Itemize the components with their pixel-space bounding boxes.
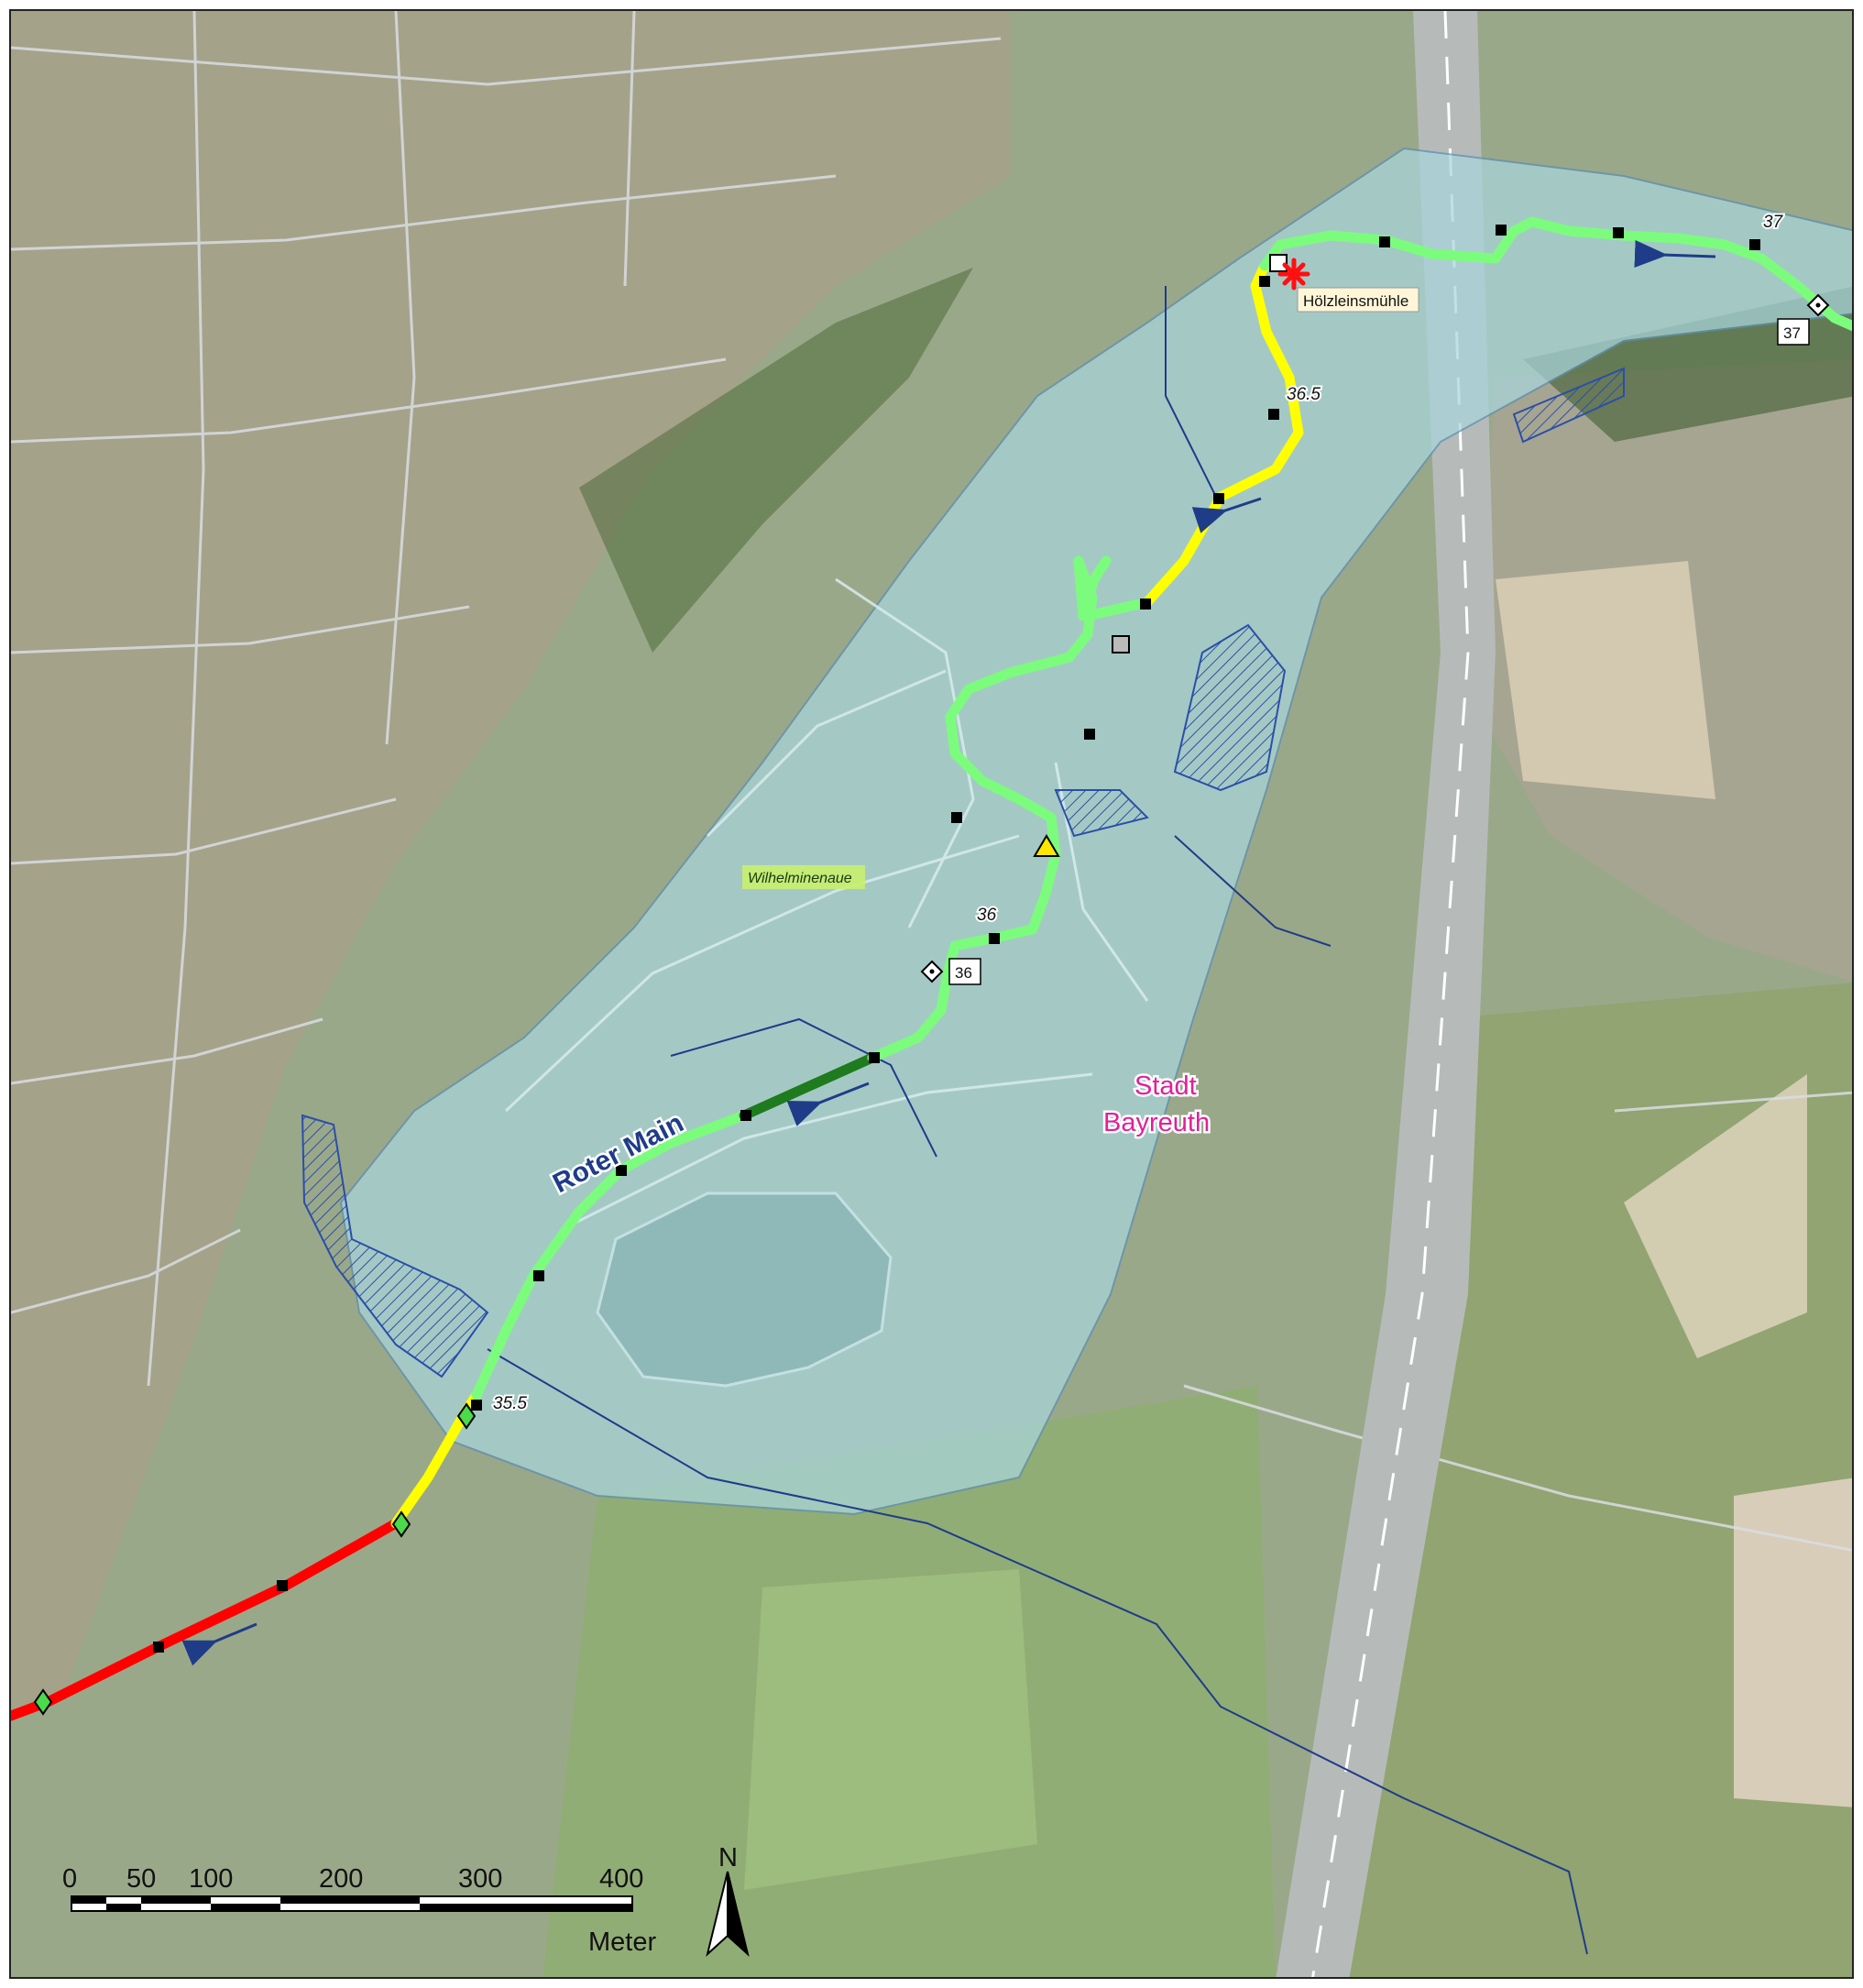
km-box-37: 37 [1777, 318, 1810, 346]
mill-label-text: Hölzleinsmühle [1303, 292, 1408, 310]
river-segment-green-3[interactable] [1082, 592, 1153, 621]
bare-field-3 [1734, 1477, 1852, 1807]
km-tick [740, 1110, 751, 1121]
lake [596, 1192, 893, 1388]
forest-edge [579, 268, 973, 653]
scale-tick-label: 0 [62, 1864, 77, 1894]
river-segment-dark-green[interactable] [739, 1052, 878, 1121]
km-box-36-text: 36 [955, 964, 972, 982]
streams [487, 286, 1588, 1955]
mill-label: Hölzleinsmühle [1297, 287, 1419, 313]
triangle-marker-icon[interactable] [1033, 834, 1060, 857]
meadow-label: Wilhelminenaue [742, 865, 865, 889]
park-paths [504, 577, 1149, 1232]
km-tick [277, 1580, 288, 1591]
scale-tick-label: 100 [189, 1864, 233, 1894]
flow-arrow-icon [786, 1082, 870, 1126]
hatched-zones [301, 367, 1625, 1378]
diamond-marker-dot [1815, 302, 1821, 308]
km-tick [1084, 729, 1095, 740]
km-label-36: 36 [977, 906, 997, 925]
city-label-line1: Stadt [1134, 1071, 1197, 1101]
km-tick [1140, 599, 1151, 610]
motorway [1276, 11, 1496, 1977]
km-tick [1496, 225, 1507, 236]
north-arrow-icon: N [706, 1843, 750, 1957]
km-tick [1613, 227, 1624, 238]
scale-tick-label: 50 [126, 1864, 156, 1894]
city-label-line2: Bayreuth [1103, 1108, 1210, 1137]
scale-bar: 0 50 100 200 300 400 Meter [62, 1864, 656, 1957]
map-frame: Hölzleinsmühle Wilhelminenaue Roter Main… [9, 9, 1854, 1979]
km-box-36: 36 [948, 958, 981, 985]
flow-arrows [181, 239, 1716, 1666]
floodplain-area [339, 147, 1852, 1516]
hatched-zone-center [1054, 789, 1149, 838]
km-tick [951, 812, 962, 823]
diamond-marker-icon[interactable] [33, 1688, 53, 1716]
km-tick [1749, 239, 1760, 250]
map-canvas[interactable]: Hölzleinsmühle Wilhelminenaue Roter Main… [11, 11, 1854, 1979]
diamond-marker-dot [929, 969, 935, 974]
scale-unit-label: Meter [588, 1928, 656, 1957]
km-tick [1213, 493, 1224, 504]
north-arrow-label: N [718, 1843, 738, 1873]
km-label-37: 37 [1763, 213, 1784, 232]
diamond-markers[interactable] [33, 293, 1830, 1716]
km-tick [533, 1270, 544, 1281]
flow-arrow-icon [181, 1622, 258, 1666]
mill-star-icon[interactable] [1277, 258, 1310, 291]
bare-field-2 [1496, 561, 1715, 799]
river-segment-yellow-south[interactable] [390, 1389, 482, 1529]
river-segment-yellow-north[interactable] [1142, 260, 1304, 608]
km-tick [989, 933, 1000, 944]
km-label-36-5: 36.5 [1287, 385, 1321, 404]
km-tick [1259, 276, 1270, 287]
bare-field [1624, 1074, 1807, 1358]
river-segment-green-2[interactable] [867, 555, 1112, 1063]
square-marker-icon[interactable] [1112, 635, 1130, 654]
flow-arrow-icon [1191, 497, 1262, 533]
km-ticks [153, 225, 1760, 1653]
fields-south-2 [744, 1569, 1037, 1890]
river-segment-green-4[interactable] [1259, 216, 1854, 332]
hatched-zone-southwest [301, 1114, 489, 1378]
scale-tick-label: 300 [458, 1864, 502, 1894]
square-marker-icon[interactable] [1269, 254, 1288, 272]
river-segment-green-1[interactable] [471, 1110, 750, 1400]
hatched-zone-northeast [1512, 367, 1625, 444]
scale-tick-label: 200 [319, 1864, 363, 1894]
road-network [11, 11, 1852, 1552]
km-tick [153, 1642, 164, 1653]
km-label-35-5: 35.5 [493, 1394, 527, 1413]
residential-west-area [11, 11, 1010, 1716]
flow-arrow-icon [1634, 239, 1716, 268]
hatched-zone-east [1173, 623, 1287, 792]
km-box-37-text: 37 [1783, 324, 1801, 342]
meadow-label-text: Wilhelminenaue [748, 871, 852, 886]
km-tick [1379, 236, 1390, 247]
km-tick [869, 1052, 880, 1063]
scale-tick-label: 400 [599, 1864, 643, 1894]
km-tick [616, 1165, 627, 1176]
diamond-marker-icon[interactable] [391, 1510, 411, 1538]
diamond-marker-icon[interactable] [456, 1402, 477, 1430]
km-tick [1268, 409, 1279, 420]
km-tick [471, 1400, 482, 1411]
